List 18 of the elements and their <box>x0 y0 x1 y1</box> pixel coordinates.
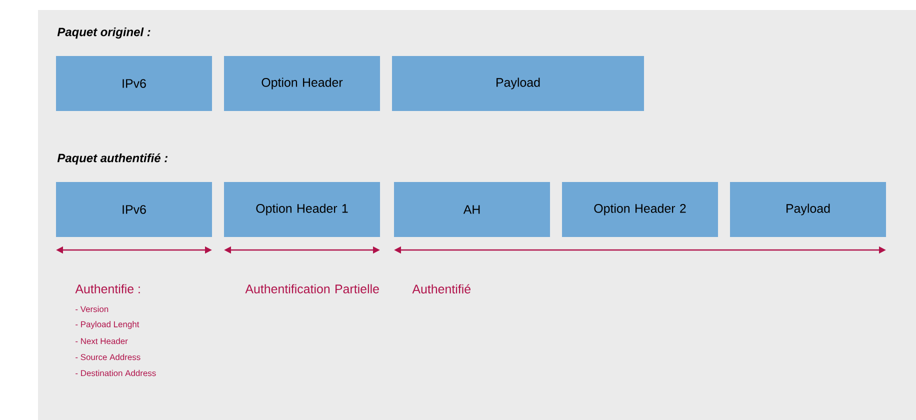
packet-field-box: IPv6 <box>56 56 212 111</box>
packet-field-box: Payload <box>730 182 886 237</box>
list-item: - Destination Address <box>76 370 156 376</box>
packet-field-box: AH <box>394 182 550 237</box>
section-heading: Paquet authentifié : <box>57 153 168 165</box>
list-item: - Payload Lenght <box>76 321 140 329</box>
packet-field-box: Option Header 1 <box>224 182 380 237</box>
packet-field-box: Option Header 2 <box>562 182 718 237</box>
packet-field-box: IPv6 <box>56 182 212 237</box>
list-item: - Next Header <box>76 338 128 344</box>
coverage-label: Authentification Partielle <box>245 284 379 294</box>
coverage-label: Authentifie : <box>75 284 140 294</box>
list-item: - Version <box>76 306 108 312</box>
list-item: - Source Address <box>76 354 140 360</box>
coverage-label: Authentifié <box>412 284 470 294</box>
packet-field-box: Option Header <box>224 56 380 111</box>
packet-field-box: Payload <box>392 56 644 111</box>
section-heading: Paquet originel : <box>57 27 150 39</box>
